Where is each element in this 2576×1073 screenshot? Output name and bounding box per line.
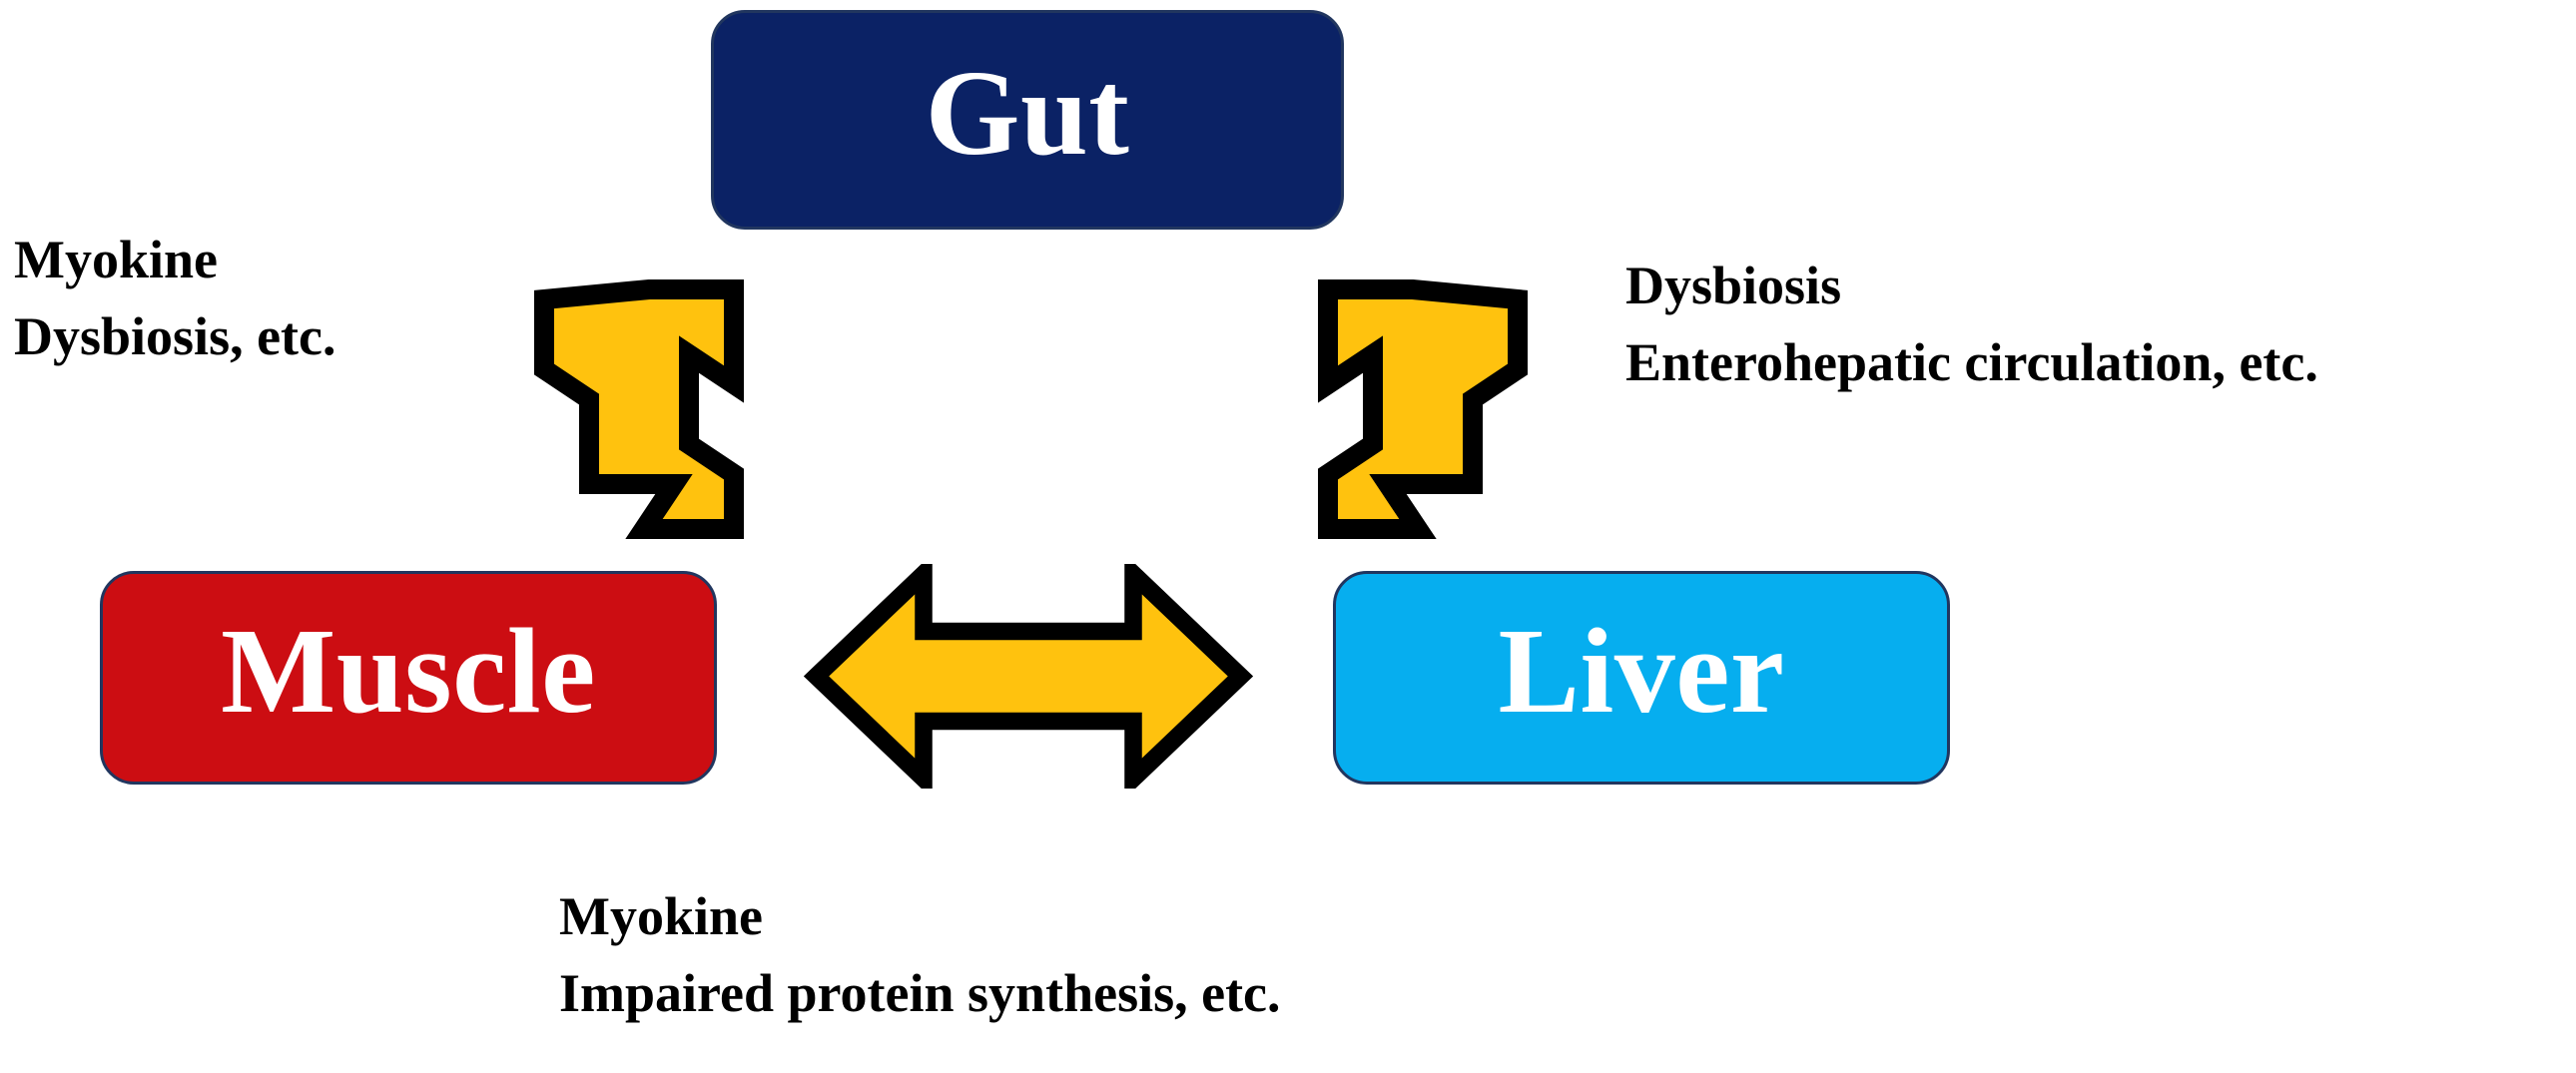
arrow-gut-liver-icon	[1318, 279, 1568, 539]
annotation-muscle-liver: Myokine Impaired protein synthesis, etc.	[559, 878, 1281, 1031]
annotation-muscle-gut-line-1: Myokine	[14, 230, 219, 289]
node-liver-label: Liver	[1498, 604, 1785, 739]
node-liver[interactable]: Liver	[1333, 571, 1950, 785]
annotation-gut-liver-line-1: Dysbiosis	[1625, 256, 1842, 315]
arrow-muscle-gut-icon	[494, 279, 744, 539]
arrow-gut-liver-svg	[1318, 279, 1528, 539]
annotation-muscle-liver-line-1: Myokine	[559, 886, 764, 946]
annotation-muscle-gut: Myokine Dysbiosis, etc.	[14, 222, 336, 374]
annotation-muscle-gut-line-2: Dysbiosis, etc.	[14, 305, 336, 366]
node-gut[interactable]: Gut	[711, 10, 1344, 230]
arrow-muscle-liver-shape	[803, 553, 1254, 800]
node-muscle-label: Muscle	[221, 604, 596, 739]
annotation-gut-liver-line-2: Enterohepatic circulation, etc.	[1625, 331, 2318, 392]
arrow-gut-liver-shape	[1318, 279, 1528, 539]
arrow-muscle-gut-svg	[534, 279, 744, 539]
node-gut-label: Gut	[925, 46, 1130, 181]
annotation-muscle-liver-line-2: Impaired protein synthesis, etc.	[559, 962, 1281, 1023]
annotation-gut-liver: Dysbiosis Enterohepatic circulation, etc…	[1625, 248, 2318, 400]
arrow-muscle-gut-shape	[534, 279, 744, 539]
node-muscle[interactable]: Muscle	[100, 571, 717, 785]
arrow-muscle-liver-svg	[803, 553, 1254, 800]
arrow-muscle-liver-icon	[803, 553, 1254, 800]
